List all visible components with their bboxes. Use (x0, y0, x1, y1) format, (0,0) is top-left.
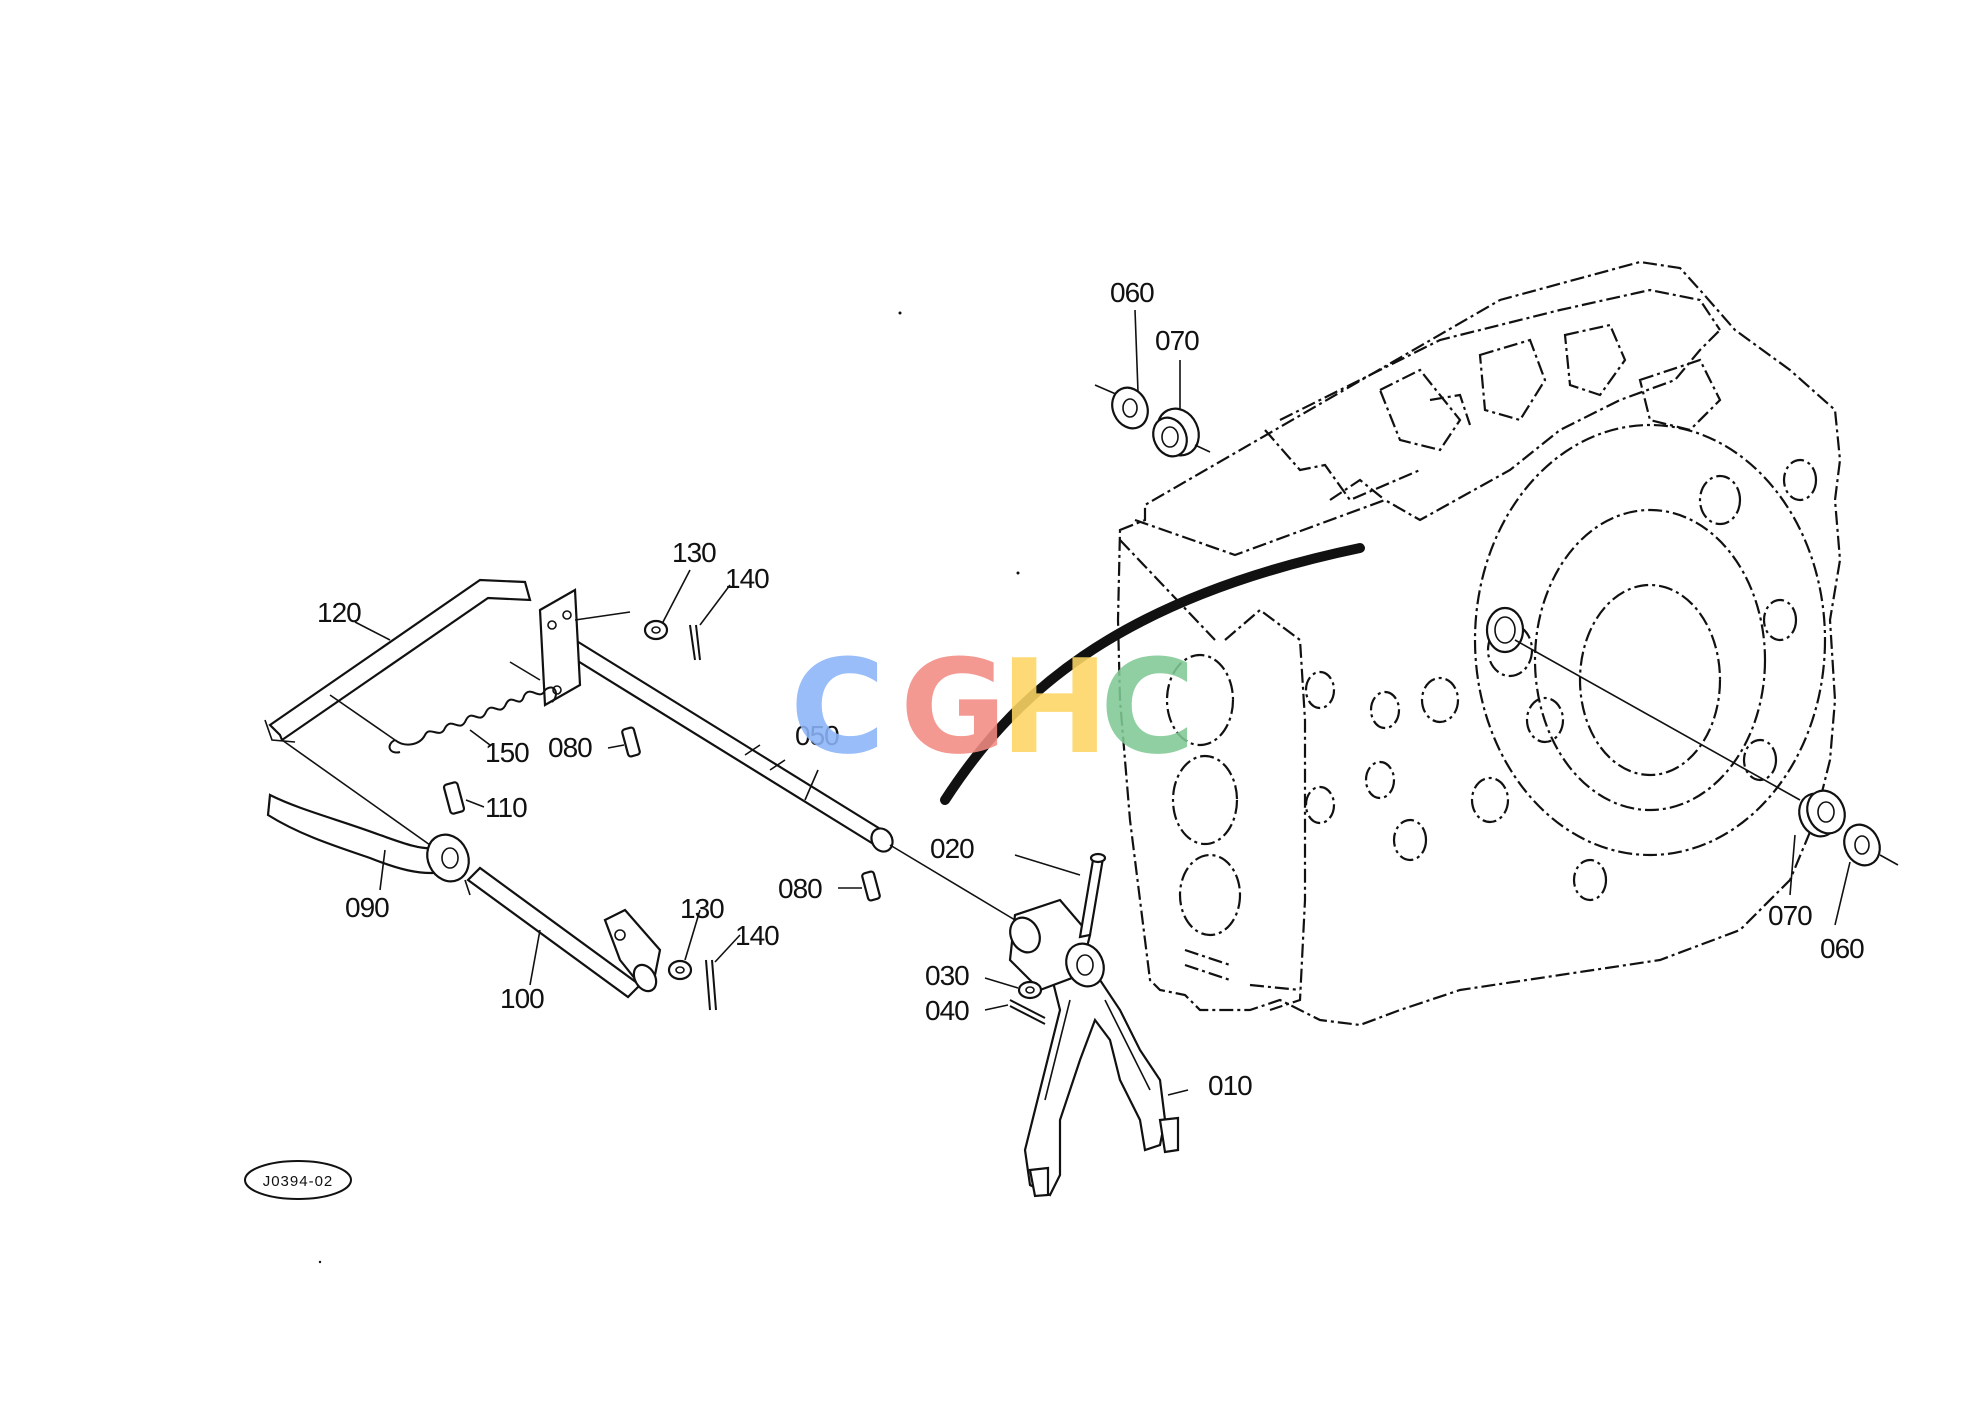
seal-060-top (1094, 384, 1149, 430)
callout-030: 030 (925, 960, 969, 991)
diagram-reference-text: J0394-02 (263, 1173, 334, 1190)
shift-fork-010 (1023, 958, 1180, 1198)
callout-050: 050 (795, 720, 839, 751)
speck (1016, 571, 1020, 575)
callout-060-right: 060 (1820, 933, 1864, 964)
callout-090: 090 (345, 892, 389, 923)
spring-150 (388, 686, 557, 754)
callout-130-lower: 130 (680, 893, 724, 924)
callout-060-top: 060 (1110, 277, 1154, 308)
callout-100: 100 (500, 983, 544, 1014)
callout-070-right: 070 (1768, 900, 1812, 931)
callout-040: 040 (925, 995, 969, 1026)
cotter-pin-140-lower (705, 959, 717, 1011)
arm-090 (266, 793, 470, 883)
watermark-letter-4: C (1100, 631, 1195, 783)
diagram-reference-tag: J0394-02 (244, 1160, 352, 1200)
callout-150: 150 (485, 737, 529, 768)
callout-140-lower: 140 (735, 920, 779, 951)
watermark-letter-1: C (790, 631, 885, 783)
cotter-pin-140-upper (689, 624, 701, 661)
leader-lines (354, 309, 1851, 1096)
callout-020: 020 (930, 833, 974, 864)
pin-040 (1009, 999, 1046, 1025)
shift-block (1008, 898, 1105, 992)
washer-030 (1017, 980, 1043, 1000)
pin-110 (442, 781, 466, 815)
callout-110: 110 (485, 792, 527, 823)
callout-070-top: 070 (1155, 325, 1199, 356)
link-100 (464, 866, 662, 999)
transmission-case (1116, 260, 1842, 1027)
rod-120 (264, 578, 532, 846)
seal-060-right (1843, 823, 1899, 867)
callout-080-upper: 080 (548, 732, 592, 763)
washer-130-upper (643, 619, 669, 641)
bearing-070-top (1152, 407, 1211, 458)
speck (898, 311, 902, 315)
watermark-logo: C G H C (790, 631, 1195, 783)
callout-010: 010 (1208, 1070, 1252, 1101)
pin-020 (1078, 852, 1107, 939)
callout-140-upper: 140 (725, 563, 769, 594)
callout-130-upper: 130 (672, 537, 716, 568)
lever-plate (509, 588, 631, 707)
watermark-letter-3: H (1000, 631, 1109, 783)
watermark-letter-2: G (900, 631, 1007, 783)
washer-130-lower (667, 959, 693, 981)
callout-120: 120 (317, 597, 361, 628)
callout-labels: 060 070 070 060 010 020 030 040 050 080 … (317, 277, 1865, 1101)
pin-080-upper (621, 726, 641, 758)
bearing-070-right (1514, 639, 1846, 838)
pin-080-lower (861, 870, 881, 902)
speck (318, 1260, 322, 1264)
harness-line (940, 543, 1365, 805)
callout-080-lower: 080 (778, 873, 822, 904)
